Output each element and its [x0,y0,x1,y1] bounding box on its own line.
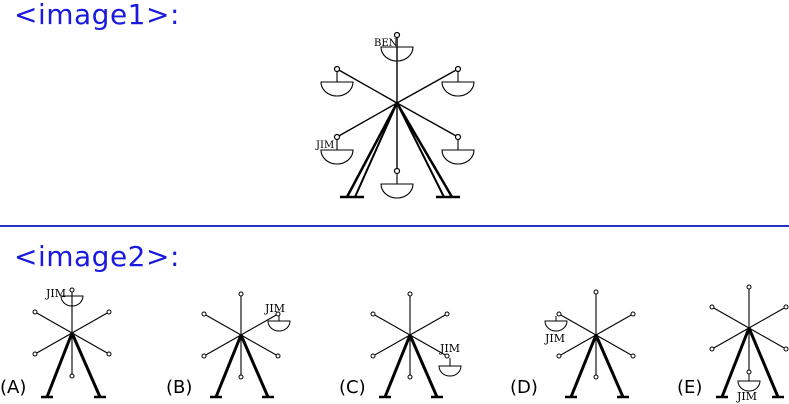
option-d-jim: JIM [544,332,565,345]
option-c-label[interactable]: (C) [339,377,366,398]
option-c-jim: JIM [439,342,460,355]
option-b-wheel: JIM [201,291,291,399]
big-ferris-wheel: BEN JIM [315,31,475,199]
option-d-wheel: JIM [544,289,636,399]
option-c-wheel: JIM [370,291,462,399]
option-b-jim: JIM [264,302,285,315]
option-a-label[interactable]: (A) [0,377,27,398]
option-b-label[interactable]: (B) [166,377,193,398]
section-divider [0,225,789,227]
image2-label: <image2>: [14,240,180,273]
image1-label: <image1>: [14,0,180,31]
option-a-wheel: JIM [32,287,112,399]
option-a-jim: JIM [45,287,66,300]
option-e-wheel: JIM [709,284,789,403]
name-jim: JIM [315,140,334,151]
name-ben: BEN [374,38,398,49]
option-d-label[interactable]: (D) [510,377,538,398]
option-e-label[interactable]: (E) [677,377,703,398]
option-e-jim: JIM [736,390,757,403]
